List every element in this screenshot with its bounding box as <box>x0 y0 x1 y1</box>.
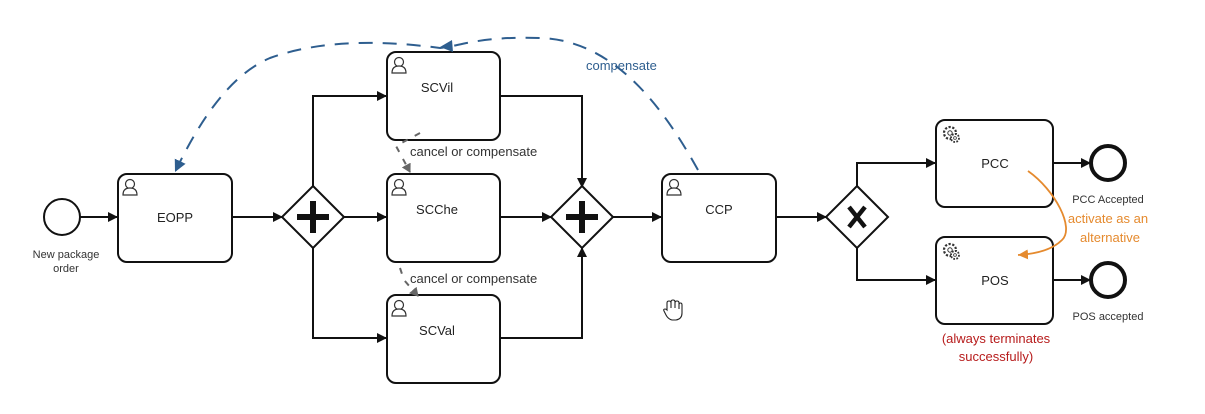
plus-icon <box>566 201 598 233</box>
task-scche-label: SCChe <box>416 202 458 217</box>
user-icon <box>391 178 407 196</box>
always-terminates-line2: successfully) <box>959 349 1033 364</box>
task-scval[interactable]: SCVal <box>386 294 501 384</box>
end-event-pos-label: POS accepted <box>1073 311 1144 323</box>
cancel-label-2: cancel or compensate <box>410 271 537 286</box>
flow-split-to-scvil <box>312 91 387 186</box>
user-icon <box>391 299 407 317</box>
user-icon <box>122 178 138 196</box>
task-ccp-label: CCP <box>705 202 732 217</box>
flow-choice-to-pcc <box>856 158 936 186</box>
end-event-pcc-label: PCC Accepted <box>1072 194 1144 206</box>
activate-label-line2: alternative <box>1080 230 1140 245</box>
x-icon <box>847 205 867 229</box>
flow-scvil-to-join <box>500 95 587 188</box>
task-pos-label: POS <box>981 273 1009 288</box>
sequence-flows <box>80 91 1091 343</box>
task-scval-label: SCVal <box>419 323 455 338</box>
flow-scval-to-join <box>500 247 587 339</box>
gear-icon <box>942 125 960 143</box>
start-event[interactable] <box>43 198 81 236</box>
user-icon <box>391 56 407 74</box>
task-pcc-label: PCC <box>981 156 1008 171</box>
flow-split-to-scval <box>312 248 387 343</box>
cancel-arrow-1 <box>394 132 421 173</box>
compensate-arrow <box>174 36 699 173</box>
activate-arrow <box>1017 170 1067 260</box>
user-icon <box>666 178 682 196</box>
task-scvil-label: SCVil <box>421 80 453 95</box>
plus-icon <box>297 201 329 233</box>
start-event-label-line2: order <box>53 263 79 275</box>
parallel-gateway-join[interactable] <box>549 184 615 250</box>
cancel-label-1: cancel or compensate <box>410 144 537 159</box>
task-pos[interactable]: POS <box>935 236 1054 325</box>
compensate-arrowhead-mid <box>440 40 453 52</box>
parallel-gateway-split[interactable] <box>280 184 346 250</box>
compensate-label: compensate <box>586 58 657 73</box>
flow-choice-to-pos <box>856 248 936 285</box>
activate-label-line1: activate as an <box>1068 211 1148 226</box>
exclusive-gateway[interactable] <box>824 184 890 250</box>
always-terminates-line1: (always terminates <box>942 331 1051 346</box>
task-eopp[interactable]: EOPP <box>117 173 233 263</box>
task-eopp-label: EOPP <box>157 210 193 225</box>
task-scvil[interactable]: SCVil <box>386 51 501 141</box>
task-scche[interactable]: SCChe <box>386 173 501 263</box>
gear-icon <box>942 242 960 260</box>
start-event-label-line1: New package <box>33 249 100 261</box>
task-pcc[interactable]: PCC <box>935 119 1054 208</box>
end-event-pcc[interactable] <box>1089 144 1127 182</box>
cancel-arrow-2 <box>399 267 419 297</box>
end-event-pos[interactable] <box>1089 261 1127 299</box>
task-ccp[interactable]: CCP <box>661 173 777 263</box>
hand-cursor-icon <box>663 299 683 321</box>
